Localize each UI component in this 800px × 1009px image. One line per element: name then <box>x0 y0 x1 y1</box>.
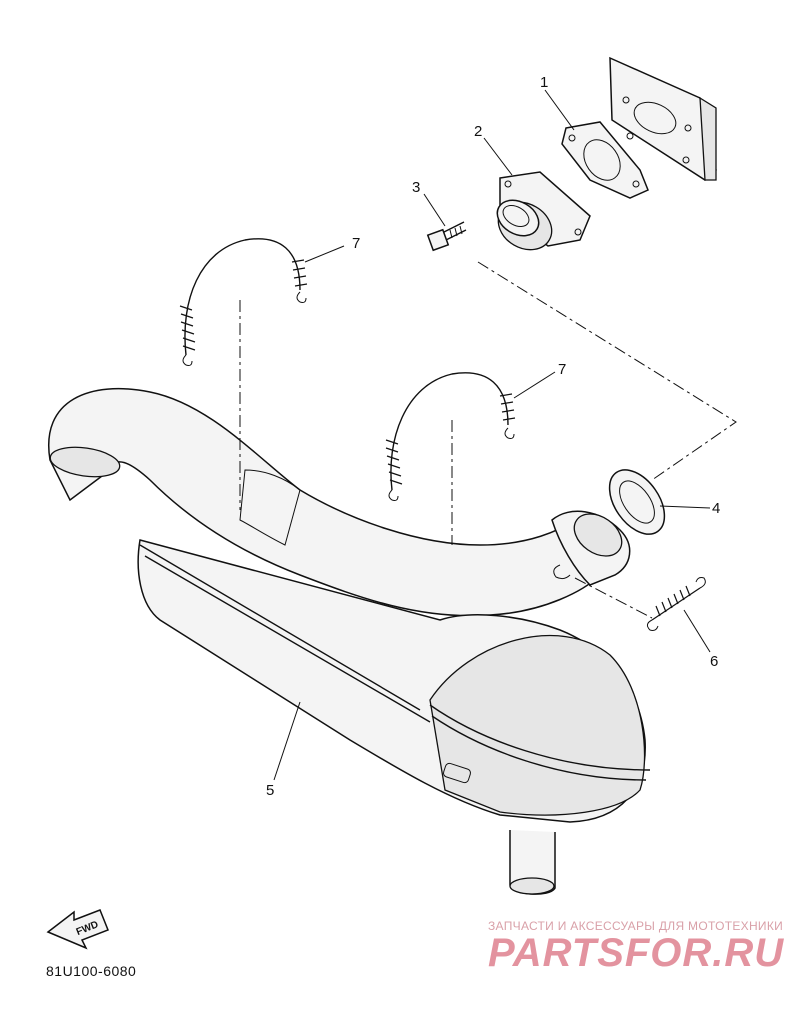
part-7-spring-upper <box>179 238 308 366</box>
part-1-gasket <box>561 121 649 199</box>
fwd-arrow-icon: FWD <box>46 909 109 950</box>
cylinder-flange-block <box>609 56 717 181</box>
part-5-muffler <box>48 388 651 895</box>
callout-7-middle: 7 <box>558 361 566 378</box>
callout-3: 3 <box>412 179 420 196</box>
callout-7-upper: 7 <box>352 235 360 252</box>
assembly-guidelines <box>239 261 737 619</box>
callout-1: 1 <box>540 74 548 91</box>
diagram-part-code: 81U100-6080 <box>46 963 136 979</box>
watermark-tagline: ЗАПЧАСТИ И АКСЕССУАРЫ ДЛЯ МОТОТЕХНИКИ <box>488 919 783 933</box>
part-2-exhaust-joint <box>496 171 591 251</box>
callout-2: 2 <box>474 123 482 140</box>
part-4-gasket-ring <box>608 469 666 535</box>
part-3-bolt <box>426 221 467 252</box>
callout-4: 4 <box>712 500 720 517</box>
leader-lines <box>273 89 711 781</box>
part-7-spring-middle <box>385 372 516 501</box>
watermark-brand: PARTSFOR.RU <box>488 931 784 975</box>
callout-5: 5 <box>266 782 274 799</box>
part-6-tension-spring <box>646 577 706 631</box>
callout-6: 6 <box>710 653 718 670</box>
